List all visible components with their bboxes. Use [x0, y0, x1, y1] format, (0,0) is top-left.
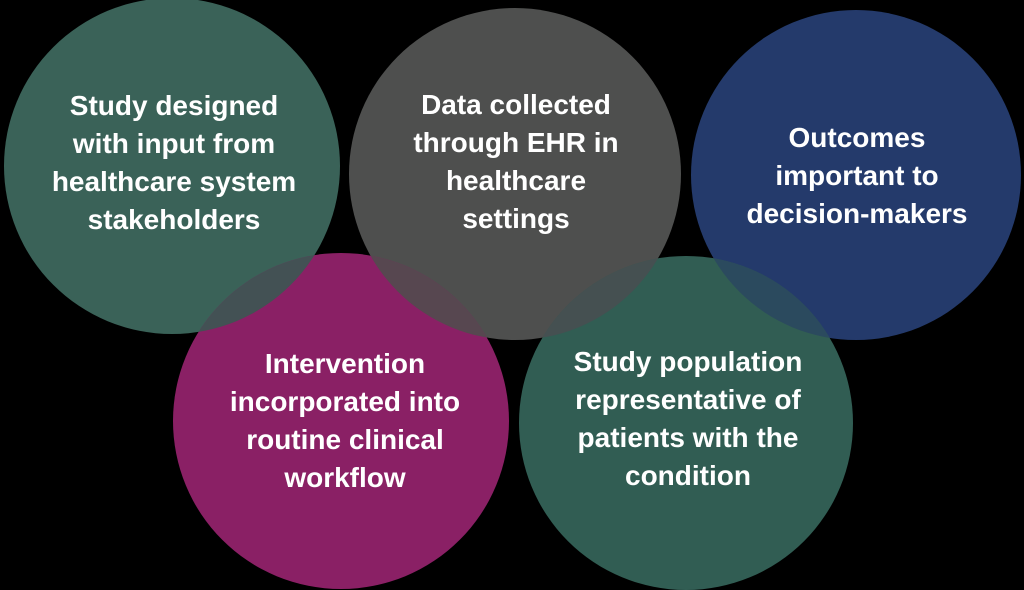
- circle-population: [519, 256, 853, 590]
- circle-outcomes: [691, 10, 1021, 340]
- circle-label-outcomes: Outcomes important to decision-makers: [746, 122, 968, 229]
- circle-data-collection: [349, 8, 681, 340]
- circle-label-study-design: Study designed with input from healthcar…: [51, 90, 297, 235]
- circle-label-population: Study population representative of patie…: [573, 346, 803, 491]
- circle-intervention: [173, 253, 509, 589]
- circle-label-intervention: Intervention incorporated into routine c…: [229, 348, 461, 493]
- circle-label-data-collection: Data collected through EHR in healthcare…: [413, 89, 619, 234]
- circle-study-design: [4, 0, 340, 334]
